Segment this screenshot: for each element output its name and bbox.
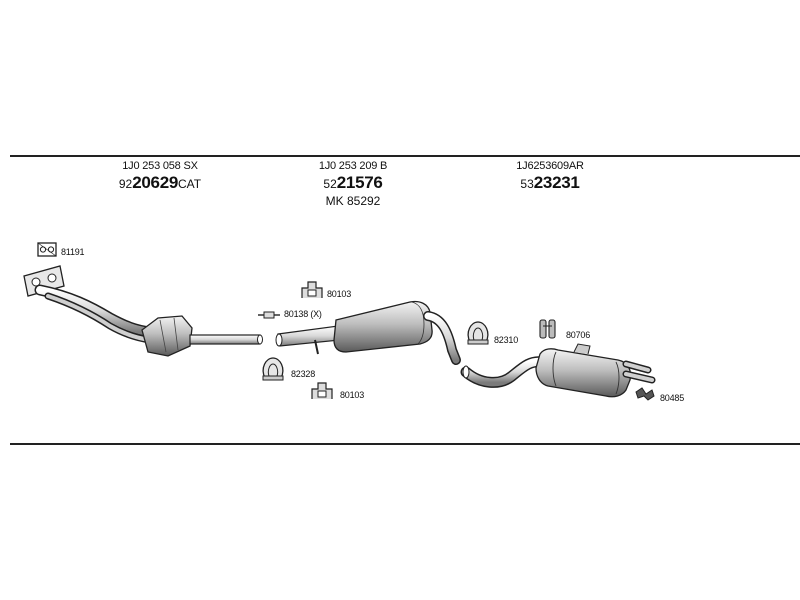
oe-number: 1J0 253 209 B [318,160,388,172]
rubber-mount-icon [539,319,556,339]
part-header-rear-silencer: 1J6253609AR 5323231 [450,160,650,193]
part-code: 9220629CAT [118,173,202,192]
gasket-icon [37,242,57,257]
label-clamp-front: 82328 [291,369,316,379]
bottom-rule [10,443,800,445]
oe-number: 1J0 253 058 SX [122,160,198,172]
top-rule [10,155,800,157]
label-clamp-x: 80138 (X) [284,309,322,319]
bracket-icon [301,281,323,298]
part-header-front-pipe: 1J0 253 058 SX 9220629CAT [60,160,260,193]
label-bracket-top: 80103 [327,289,352,299]
oe-number: 1J6253609AR [516,160,584,172]
cat-outlet-pipe [189,334,263,345]
label-rubber-mount: 80706 [566,330,591,340]
part-header-middle-silencer: 1J0 253 209 B 5221576 MK 85292 [253,160,453,208]
mk-number: MK 85292 [325,194,381,208]
front-pipe [34,284,156,344]
catalytic-converter [141,315,193,357]
label-hanger: 80485 [660,393,685,403]
part-code: 5323231 [520,173,580,192]
clamp-icon [262,357,284,381]
label-gasket: 81191 [61,247,85,257]
rear-silencer [460,343,656,398]
part-code: 5221576 [323,173,383,192]
bracket-icon [311,382,333,399]
hanger-icon [635,387,655,401]
label-clamp-rear: 82310 [494,335,519,345]
clamp-icon [467,321,489,345]
clamp-x-icon [258,311,280,319]
middle-silencer [275,300,461,365]
label-bracket-bottom: 80103 [340,390,365,400]
